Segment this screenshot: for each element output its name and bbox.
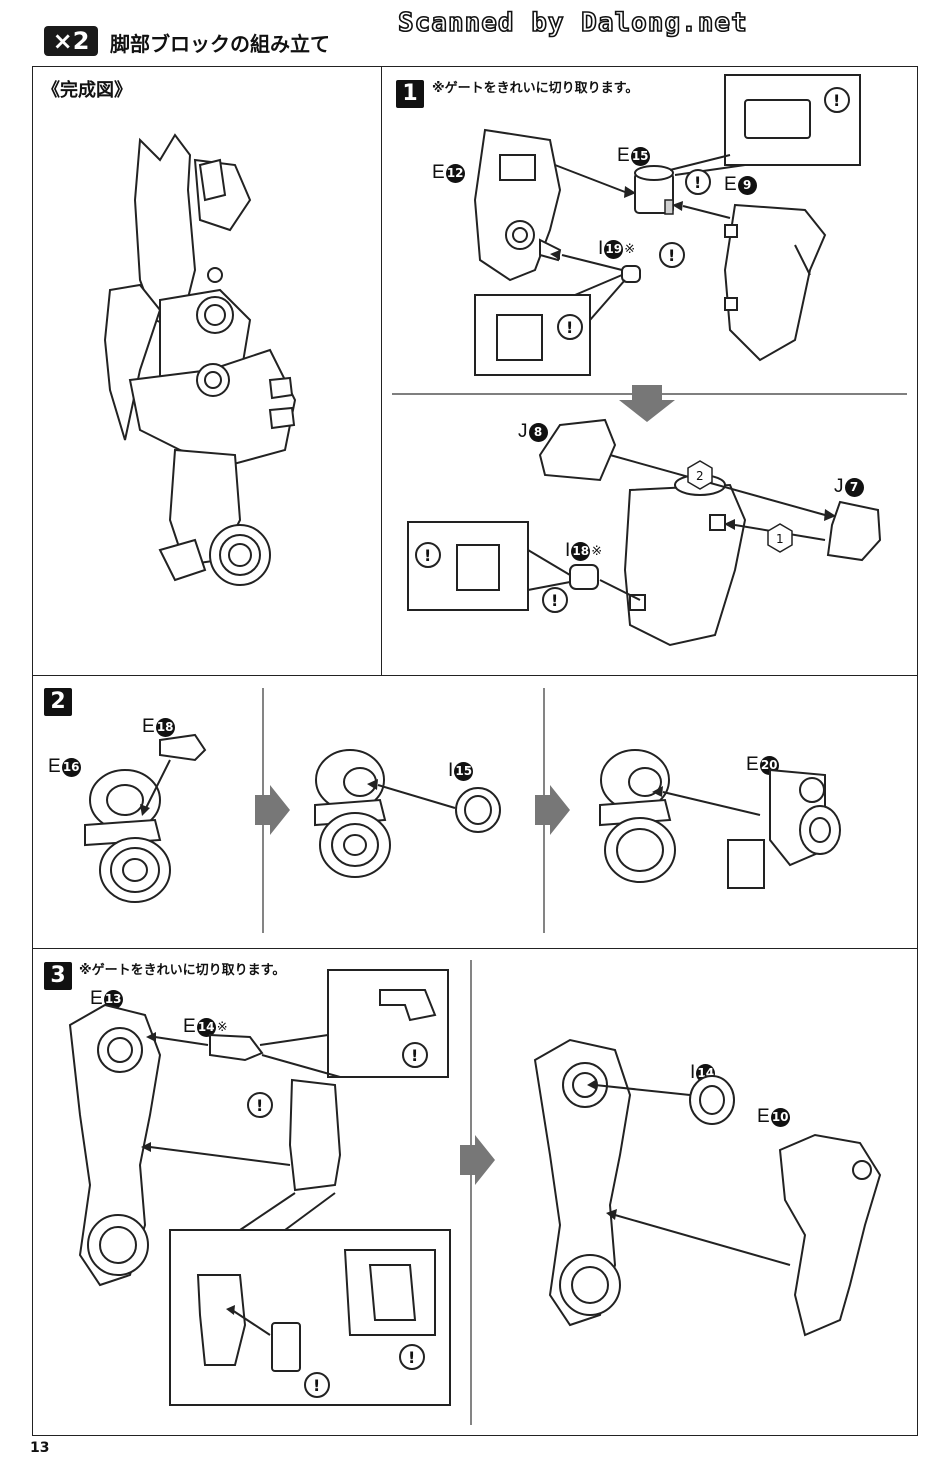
svg-text:!: ! [424, 546, 431, 565]
scan-watermark: Scanned by Dalong.net [397, 7, 748, 39]
step1-badge: 1 [396, 80, 424, 108]
svg-text:!: ! [694, 173, 701, 192]
step2-badge: 2 [44, 688, 72, 716]
order-label-1: 1 [776, 532, 784, 546]
step1-gate-note: ※ゲートをきれいに切り取ります。 [432, 81, 639, 96]
svg-text:!: ! [313, 1376, 320, 1395]
svg-text:!: ! [551, 591, 558, 610]
step2-assembly-illustration [84, 733, 841, 903]
step3-assembly-illustration: ! ! ! ! [68, 969, 882, 1406]
svg-text:!: ! [833, 91, 840, 110]
page-title: 脚部ブロックの組み立て [110, 32, 330, 56]
step3-divider [470, 960, 472, 1425]
completed-heading: 《完成図》 [42, 80, 132, 101]
svg-text:!: ! [566, 318, 573, 337]
svg-text:!: ! [411, 1046, 418, 1065]
quantity-badge: ×2 [44, 26, 98, 56]
step3-panel [32, 948, 918, 1436]
step3-gate-note: ※ゲートをきれいに切り取ります。 [79, 963, 286, 978]
step3-badge: 3 [44, 962, 72, 990]
page-number: 13 [30, 1440, 50, 1456]
completed-leg-illustration [103, 133, 297, 586]
svg-text:!: ! [408, 1348, 415, 1367]
order-label-2: 2 [696, 469, 704, 483]
svg-text:!: ! [256, 1096, 263, 1115]
svg-text:!: ! [668, 246, 675, 265]
step1-assembly-illustration: ! ! ! ! 2 1 ! ! [407, 74, 882, 647]
